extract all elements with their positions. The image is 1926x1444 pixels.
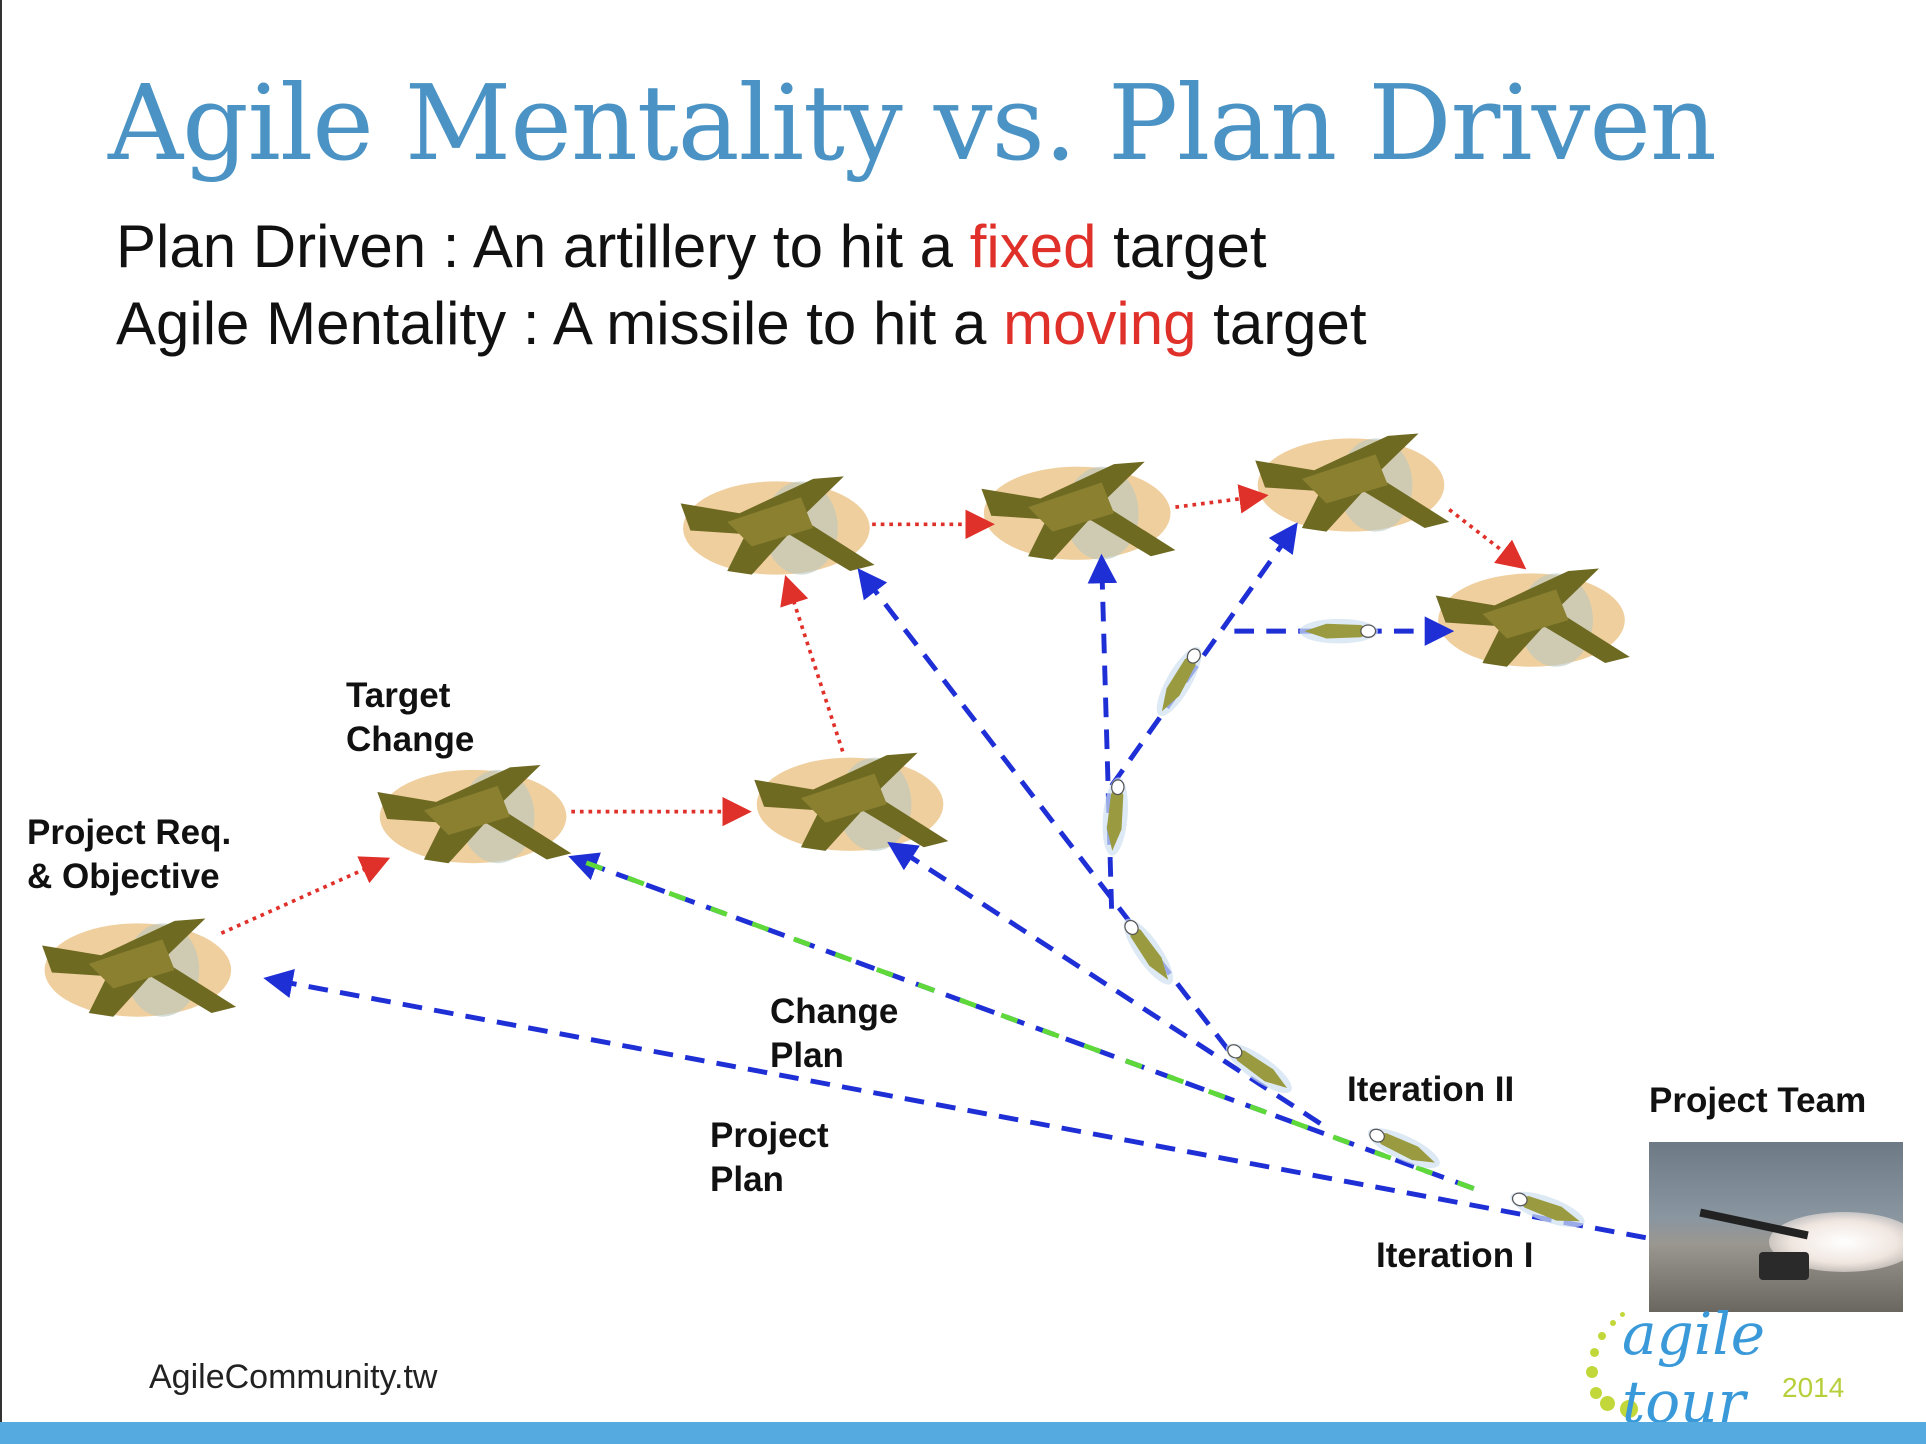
logo-text: agile tour <box>1622 1300 1766 1436</box>
plane-icon <box>981 461 1176 560</box>
line-text: target <box>1196 290 1367 357</box>
plan-arrows <box>263 522 1647 1241</box>
change-plan-overlay <box>576 857 1475 1191</box>
plane-icon <box>754 752 949 851</box>
bottom-bar <box>0 1422 1926 1444</box>
label-line: Change <box>346 720 475 759</box>
missile-icon <box>1098 775 1132 858</box>
missile-icon <box>1298 618 1379 645</box>
highlight-moving: moving <box>1003 290 1197 357</box>
agile-line: Agile Mentality : A missile to hit a mov… <box>116 289 1367 358</box>
label-line: Plan <box>710 1160 784 1199</box>
plan-driven-line: Plan Driven : An artillery to hit a fixe… <box>116 212 1267 281</box>
target-move-arrows <box>220 484 1527 935</box>
missile-icon <box>1505 1183 1590 1236</box>
missile-launch-photo <box>1649 1142 1903 1312</box>
highlight-fixed: fixed <box>969 213 1097 280</box>
label-line: Plan <box>770 1036 844 1075</box>
plane-icon <box>1255 433 1450 532</box>
line-text: Plan Driven : An artillery to hit a <box>116 213 970 280</box>
label-line: Project Req. <box>27 813 232 852</box>
plane-icon <box>377 764 572 864</box>
footer-site: AgileCommunity.tw <box>149 1358 438 1396</box>
slide-title: Agile Mentality vs. Plan Driven <box>108 62 1717 184</box>
label-line: Project <box>710 1116 829 1155</box>
label-line: & Objective <box>27 857 220 896</box>
logo-year: 2014 <box>1782 1372 1845 1403</box>
missile-icon <box>1115 911 1182 992</box>
label-project-team: Project Team <box>1649 1081 1867 1120</box>
label-iteration-1: Iteration I <box>1376 1236 1534 1275</box>
label-project-req: Project Req. & Objective <box>27 811 231 899</box>
agile-tour-logo: agile tour 2014 <box>1570 1300 1850 1436</box>
label-line: Change <box>770 992 899 1031</box>
label-line: Target <box>346 676 451 715</box>
line-text: Agile Mentality : A missile to hit a <box>116 290 1004 357</box>
plane-icon <box>42 918 237 1017</box>
missile-icon <box>1362 1119 1446 1177</box>
label-iteration-2: Iteration II <box>1347 1070 1515 1109</box>
left-border <box>0 0 2 1422</box>
plane-icon <box>1435 568 1630 667</box>
missile-icon <box>1148 640 1211 723</box>
line-text: target <box>1096 213 1267 280</box>
plane-icon <box>680 476 875 575</box>
